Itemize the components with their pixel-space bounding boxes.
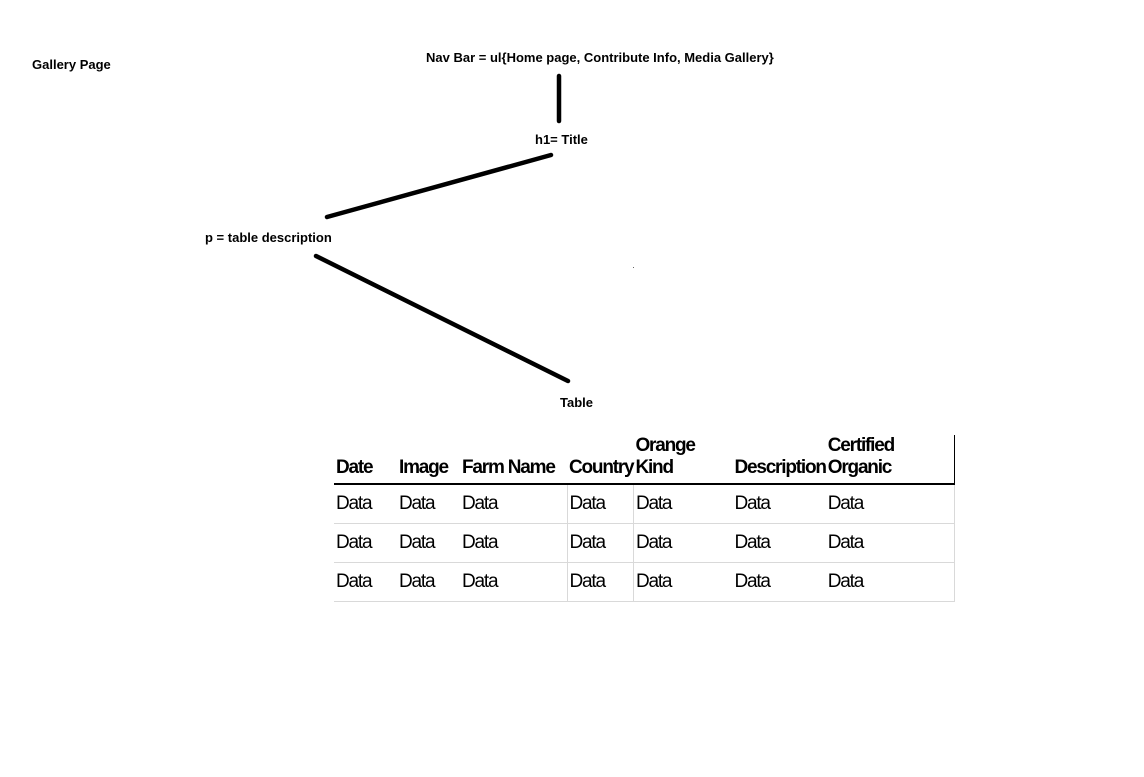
header-image: Image <box>397 435 460 485</box>
table-cell: Data <box>732 484 826 524</box>
table-cell: Data <box>460 562 567 602</box>
header-date: Date <box>334 435 397 485</box>
header-orange-kind: Orange Kind <box>633 435 733 485</box>
header-country: Country <box>567 435 635 485</box>
table-cell: Data <box>397 523 460 563</box>
table-cell: Data <box>566 523 634 563</box>
connector-paragraph-to-table <box>313 253 571 384</box>
paragraph-node: p = table description <box>205 230 332 245</box>
table-cell: Data <box>334 523 397 563</box>
title-node: h1= Title <box>535 132 588 147</box>
page-label: Gallery Page <box>32 57 111 72</box>
table-cell: Data <box>825 562 955 602</box>
table-cell: Data <box>732 562 826 602</box>
table-cell: Data <box>632 562 733 602</box>
table-cell: Data <box>632 523 733 563</box>
table-cell: Data <box>334 484 397 524</box>
table-cell: Data <box>460 523 567 563</box>
table-cell: Data <box>566 484 634 524</box>
table-mockup: Date Image Farm Name Country Orange Kind… <box>334 435 955 602</box>
table-node: Table <box>560 395 593 410</box>
table-row: Data Data Data Data Data Data Data <box>334 562 955 602</box>
header-farm-name: Farm Name <box>460 435 567 485</box>
table-cell: Data <box>460 484 567 524</box>
table-cell: Data <box>566 562 634 602</box>
stray-dot <box>633 267 634 268</box>
connector-title-to-paragraph <box>324 152 554 220</box>
header-description: Description <box>732 435 827 485</box>
header-certified-organic: Certified Organic <box>825 435 955 485</box>
table-cell: Data <box>825 523 955 563</box>
table-cell: Data <box>732 523 826 563</box>
table-cell: Data <box>632 484 733 524</box>
table-header-row: Date Image Farm Name Country Orange Kind… <box>334 435 955 485</box>
table-cell: Data <box>397 484 460 524</box>
table-row: Data Data Data Data Data Data Data <box>334 484 955 524</box>
nav-bar-node: Nav Bar = ul{Home page, Contribute Info,… <box>426 50 774 65</box>
table-row: Data Data Data Data Data Data Data <box>334 523 955 563</box>
table-cell: Data <box>334 562 397 602</box>
table-cell: Data <box>397 562 460 602</box>
table-cell: Data <box>825 484 955 524</box>
